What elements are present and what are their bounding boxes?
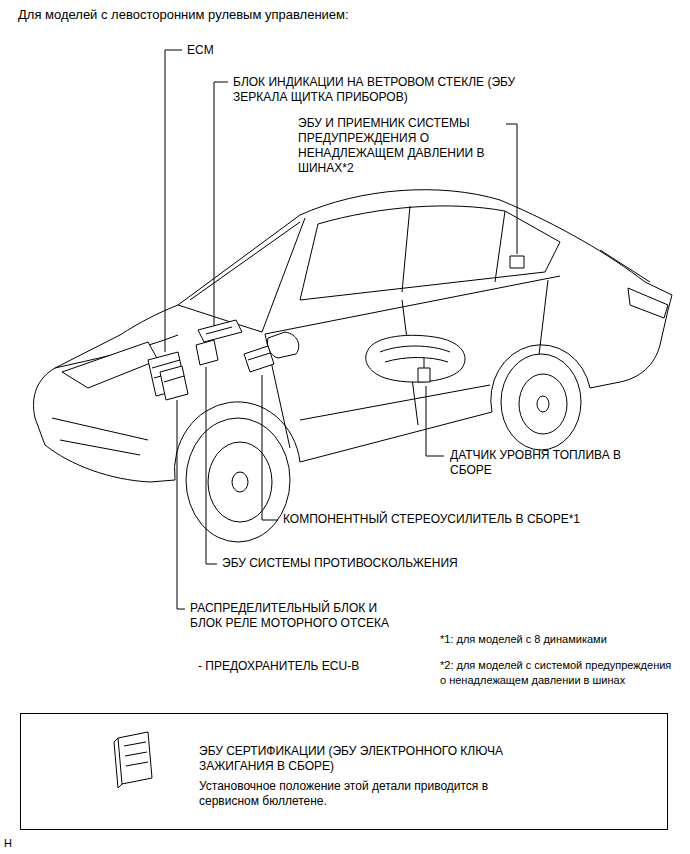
- part-label: БЛОК ИНДИКАЦИИ НА ВЕТРОВОМ СТЕКЛЕ (ЭБУ З…: [233, 75, 533, 105]
- part-label: *2: для моделей с системой предупреждени…: [440, 658, 675, 688]
- part-label: ДАТЧИК УРОВНЯ ТОПЛИВА В СБОРЕ: [450, 448, 635, 478]
- note-box: ЭБУ СЕРТИФИКАЦИИ (ЭБУ ЭЛЕКТРОННОГО КЛЮЧА…: [20, 713, 668, 830]
- part-label: *1: для моделей с 8 динамиками: [440, 632, 680, 647]
- part-label: ЭБУ СИСТЕМЫ ПРОТИВОСКОЛЬЖЕНИЯ: [222, 556, 522, 571]
- part-name: ЭБУ СЕРТИФИКАЦИИ (ЭБУ ЭЛЕКТРОННОГО КЛЮЧА…: [199, 744, 529, 774]
- part-label: КОМПОНЕНТНЫЙ СТЕРЕОУСИЛИТЕЛЬ В СБОРЕ*1: [283, 512, 613, 527]
- part-label: РАСПРЕДЕЛИТЕЛЬНЫЙ БЛОК И БЛОК РЕЛЕ МОТОР…: [190, 601, 405, 631]
- heading: Для моделей с левосторонним рулевым упра…: [18, 7, 349, 22]
- part-label: - ПРЕДОХРАНИТЕЛЬ ECU-B: [198, 659, 418, 674]
- note-text: Установочное положение этой детали приво…: [199, 779, 529, 809]
- part-label: H: [4, 836, 24, 851]
- part-label: ECM: [187, 43, 247, 58]
- part-label: ЭБУ И ПРИЕМНИК СИСТЕМЫ ПРЕДУПРЕЖДЕНИЯ О …: [298, 116, 516, 176]
